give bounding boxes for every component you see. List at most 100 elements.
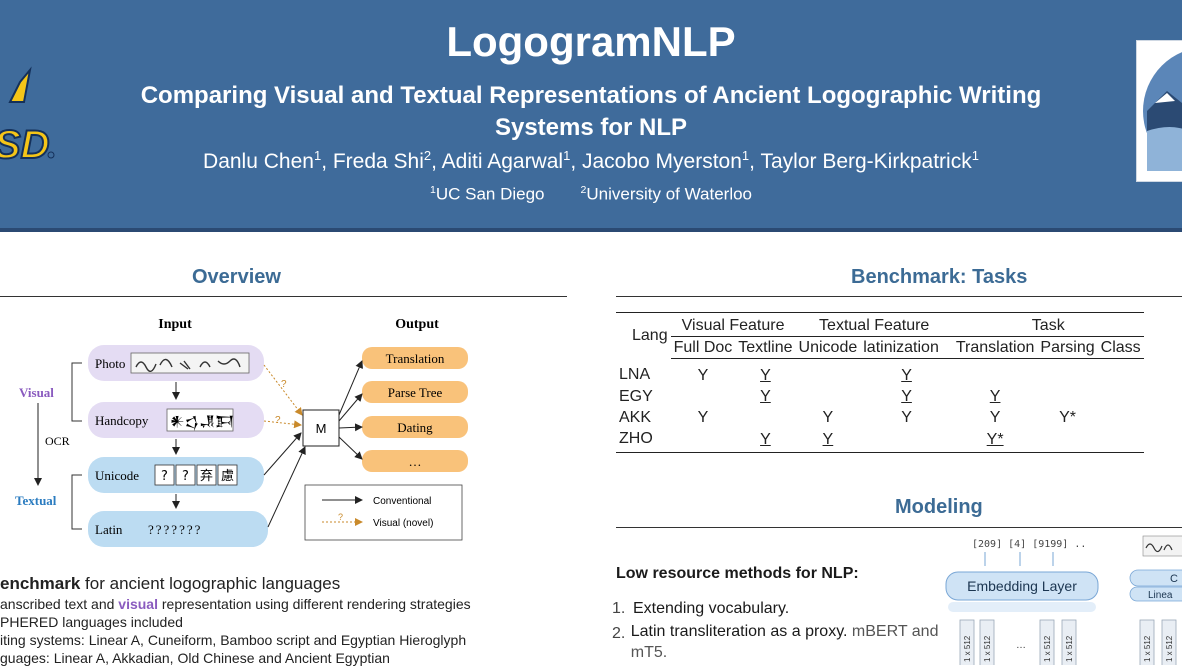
table-cell — [953, 359, 1038, 387]
model-label: M — [316, 421, 327, 436]
table-row: LNA Y Y Y — [616, 359, 1144, 387]
bullet-bold: enchmark — [0, 574, 81, 593]
row-lang: EGY — [619, 387, 653, 405]
table-cell — [796, 386, 861, 407]
table-cell: Y — [735, 428, 796, 453]
list-text: Latin transliteration as a proxy. — [630, 623, 848, 640]
row-lang: AKK — [619, 408, 652, 426]
table-cell: Y — [760, 387, 771, 405]
table-cell: Y — [901, 366, 912, 384]
embedding-layer-box — [945, 571, 1099, 601]
output-label-translation: Translation — [386, 351, 445, 366]
bullet-text: representation using different rendering… — [158, 596, 471, 612]
overview-diagram: Input Output Photo Handcopy 𒀭𒌓𒂗𒁕 Unicode… — [15, 317, 468, 547]
ocr-label: OCR — [45, 434, 70, 448]
author-affil: 1 — [971, 148, 979, 163]
table-cell: Y — [795, 428, 861, 453]
subcol: Unicode — [795, 336, 861, 359]
group-textual: Textual Feature — [795, 312, 953, 337]
poster-header — [0, 0, 1182, 228]
subcol: Parsing — [1037, 336, 1098, 359]
table-cell — [735, 407, 795, 428]
unicode-cell: ? — [182, 469, 189, 484]
affil-num: 2 — [580, 184, 587, 196]
table-cell — [671, 386, 736, 407]
unicode-cell: 慮 — [221, 469, 234, 484]
bullet-text: anscribed text and — [0, 596, 119, 612]
table-cell: Y — [697, 366, 709, 384]
author-name: Freda Shi — [332, 150, 424, 173]
table-cell — [1037, 428, 1098, 453]
list-num: 1. — [612, 600, 626, 617]
table-cell: Y* — [952, 428, 1038, 453]
affil-num: 1 — [429, 184, 436, 196]
col-lang: Lang — [616, 312, 671, 359]
header-rule — [0, 228, 1182, 232]
vector-label: 1 x 512 — [1065, 635, 1074, 662]
benchmark-title: Benchmark: Tasks — [851, 266, 1028, 288]
author-name: Aditi Agarwal — [441, 150, 564, 173]
output-label-dating: Dating — [397, 420, 433, 435]
group-task: Task — [952, 312, 1144, 337]
table-cell — [1037, 359, 1097, 387]
benchmark-table: Lang Visual Feature Textual Feature Task… — [616, 312, 1144, 453]
visual-label: Visual — [19, 385, 54, 400]
vector-label: 1 x 512 — [1143, 635, 1152, 662]
photo-label: Photo — [95, 356, 125, 371]
handcopy-glyphs: 𒀭𒌓𒂗𒁕 — [170, 414, 234, 431]
output-label-more: … — [409, 454, 422, 469]
table-cell — [670, 428, 736, 453]
unicode-cell: 弃 — [200, 469, 213, 484]
bullet-text: guages: Linear A, Akkadian, Old Chinese … — [0, 650, 390, 666]
table-cell — [1097, 428, 1144, 453]
poster-title: LogogramNLP — [446, 18, 736, 65]
modeling-diagram: [209] [4] [9199] .. Embedding Layer 1 x … — [945, 535, 1182, 665]
subcol: Translation — [952, 336, 1038, 359]
latin-box — [88, 511, 268, 547]
author-affil: 2 — [423, 148, 432, 163]
subcol: Full Doc — [670, 336, 736, 359]
table-cell: Y — [901, 387, 912, 405]
vector-label: 1 x 512 — [963, 635, 972, 662]
row-lang: ZHO — [616, 428, 671, 453]
output-label-parse: Parse Tree — [388, 385, 443, 400]
method-list: 1. Extending vocabulary. 2. Latin transl… — [612, 596, 942, 663]
table-cell — [1098, 359, 1144, 387]
input-label: Input — [158, 317, 192, 332]
affil-name: UC San Diego — [435, 184, 545, 204]
latin-text: ??????? — [148, 522, 202, 537]
bullet-visual: visual — [118, 596, 158, 612]
poster-subtitle: Comparing Visual and Textual Representat… — [140, 82, 1042, 141]
affil-name: University of Waterloo — [586, 184, 753, 204]
svg-text:?: ? — [275, 415, 281, 426]
table-cell: Y* — [1059, 408, 1076, 426]
glyph-image-icon — [1142, 535, 1182, 557]
svg-text:?: ? — [281, 379, 287, 390]
legend-visual: Visual (novel) — [373, 518, 433, 529]
list-text: mBERT and mT5. — [630, 623, 939, 661]
modeling-title: Modeling — [895, 496, 983, 518]
group-visual: Visual Feature — [670, 312, 796, 337]
list-item: 2. Latin transliteration as a proxy. mBE… — [612, 621, 942, 663]
diagram-legend — [304, 484, 463, 541]
author-name: Jacobo Myerston — [582, 150, 742, 173]
model-box — [302, 409, 340, 447]
bullet-text: PHERED languages included — [0, 614, 183, 630]
overview-rule — [0, 296, 567, 297]
vector-label: 1 x 512 — [1165, 635, 1174, 662]
table-cell: Y — [989, 387, 1001, 405]
subcol: latinization — [860, 336, 953, 359]
table-cell — [1098, 407, 1144, 428]
legend-conventional: Conventional — [373, 496, 431, 507]
list-text: Extending vocabulary. — [633, 600, 790, 617]
affiliation-list: 1UC San Diego 2University of Waterloo — [0, 184, 1182, 205]
textual-label: Textual — [15, 493, 57, 508]
table-cell: Y — [901, 408, 912, 426]
modeling-rule — [616, 527, 1182, 528]
output-dating — [362, 416, 468, 438]
row-lang: LNA — [619, 366, 651, 384]
vector-label: 1 x 512 — [1043, 635, 1052, 662]
author-affil: 1 — [563, 148, 571, 163]
table-cell: Y — [697, 408, 709, 426]
token-ids: [209] [4] [9199] .. — [972, 539, 1086, 550]
